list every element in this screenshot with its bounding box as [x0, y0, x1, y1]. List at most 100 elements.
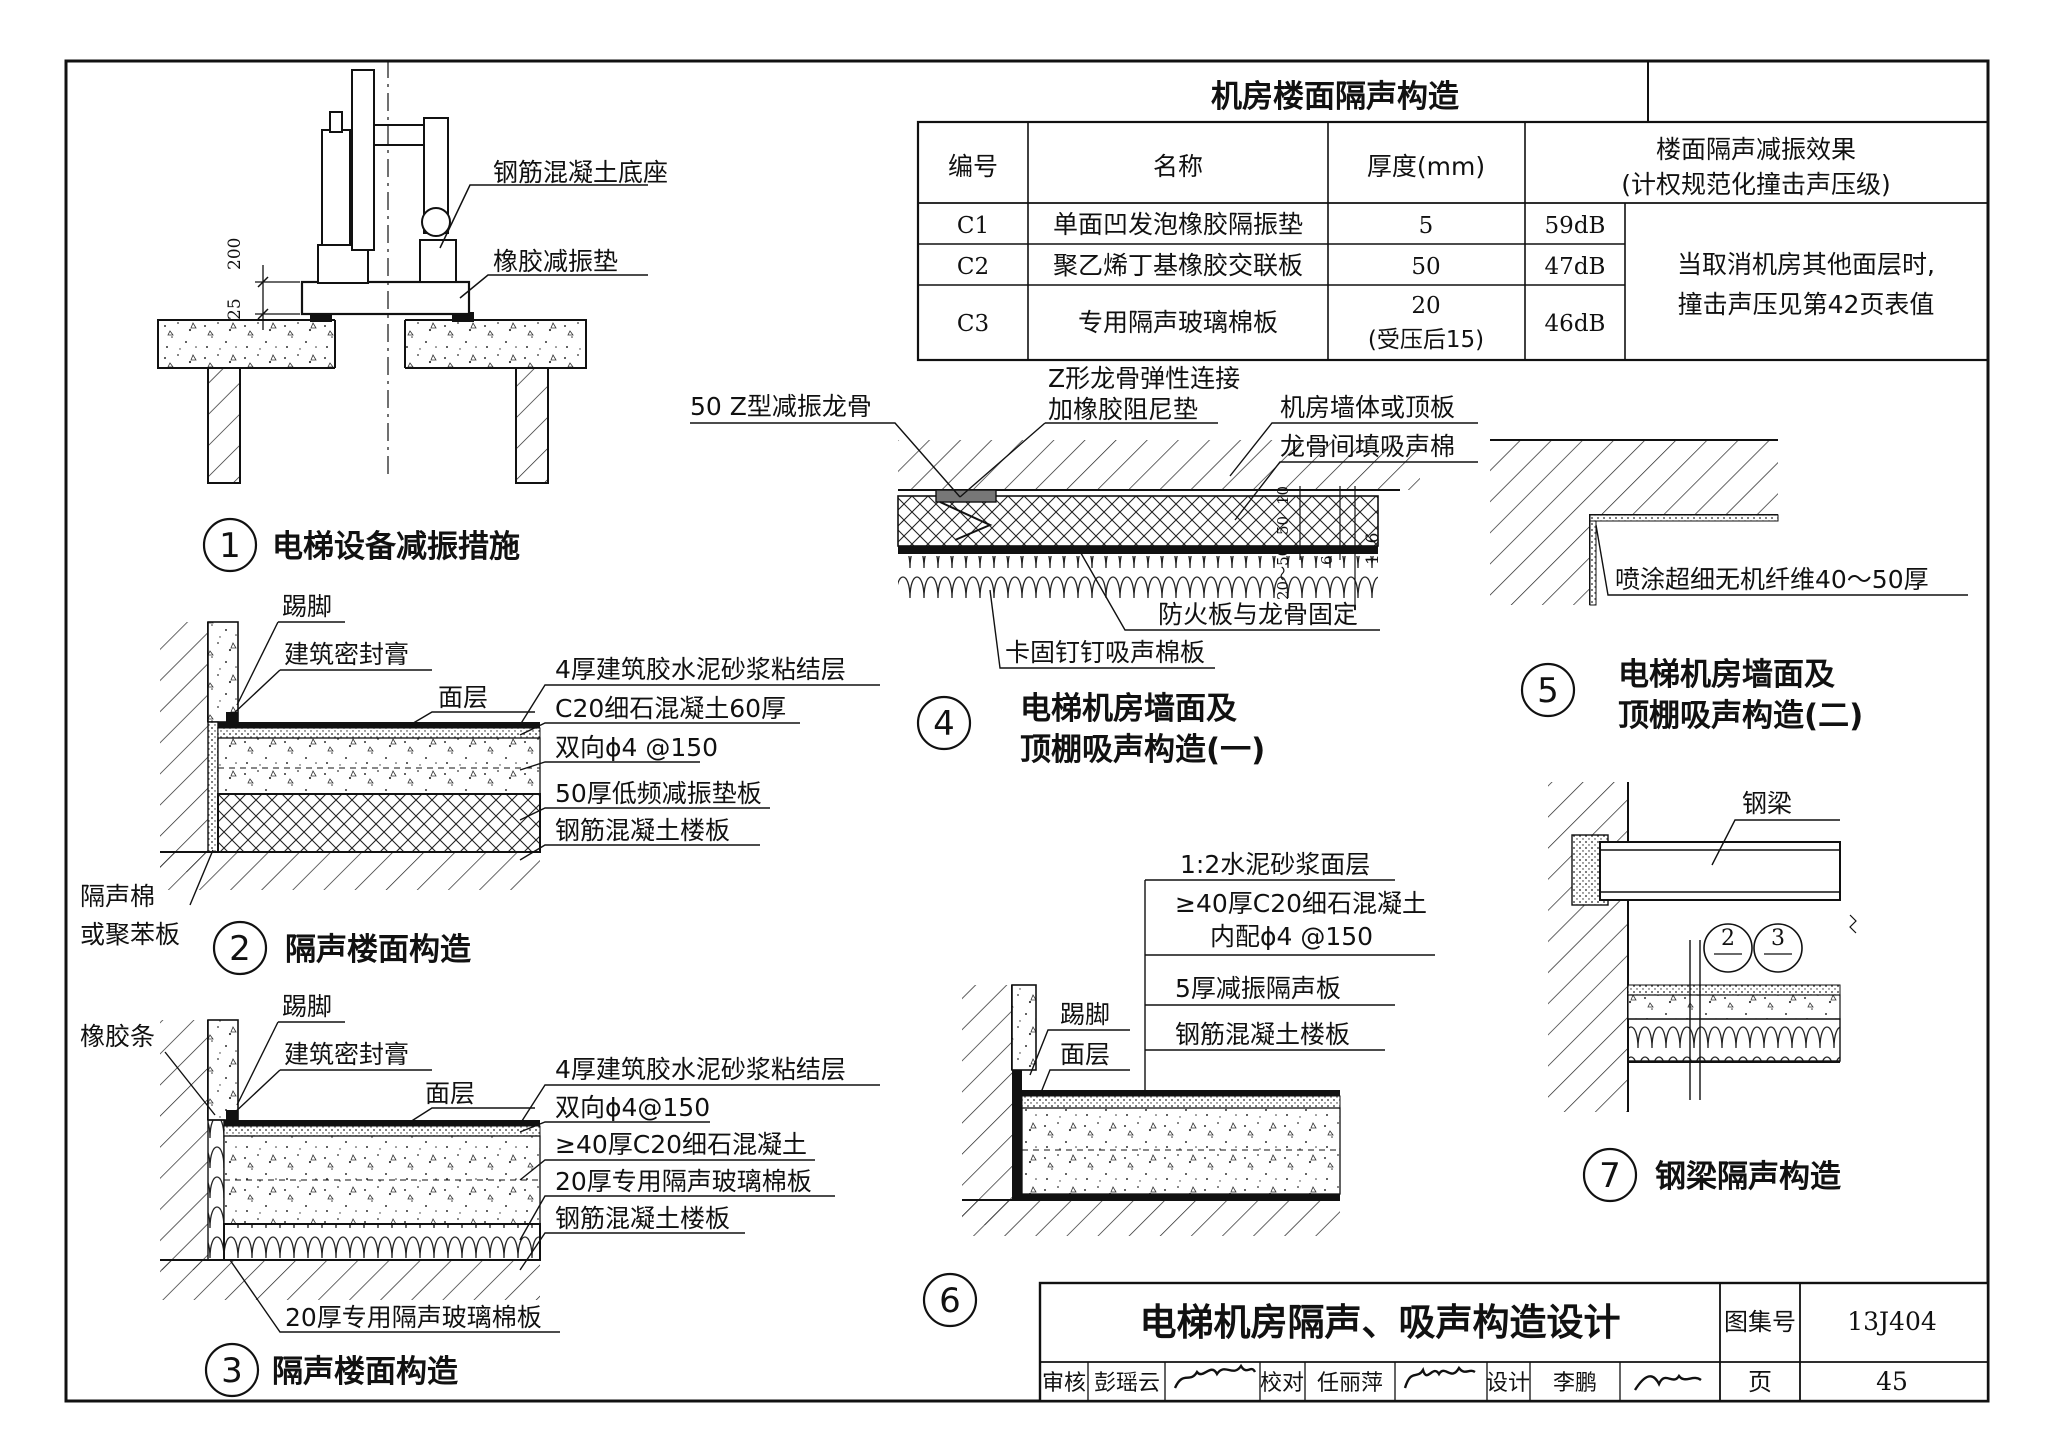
- detail-2-title: 隔声楼面构造: [285, 932, 471, 968]
- detail-2-floor-section: 踢脚 建筑密封膏 面层 4厚建筑胶水泥砂浆粘结层 C20细石混凝土60厚 双向ϕ…: [80, 592, 880, 976]
- header-thickness: 厚度(mm): [1367, 152, 1485, 181]
- reviewer-name: 彭瑶云: [1094, 1371, 1160, 1396]
- row-c2-name: 聚乙烯丁基橡胶交联板: [1053, 251, 1303, 280]
- row-c3-thickness: 20: [1411, 293, 1440, 319]
- row-c3-name: 专用隔声玻璃棉板: [1078, 308, 1278, 337]
- label-finish: 面层: [438, 683, 488, 712]
- label-c20-concrete: C20细石混凝土60厚: [555, 694, 786, 723]
- ref-circle-3: [1753, 923, 1803, 973]
- detail-2-number-circle: [212, 920, 268, 976]
- detail-5-number: 5: [1537, 671, 1559, 711]
- checker-name: 任丽萍: [1317, 1371, 1383, 1396]
- label-rc-base: 钢筋混凝土底座: [493, 158, 668, 187]
- dim-200: 200: [225, 238, 245, 270]
- detail-6-number: 6: [939, 1281, 961, 1321]
- detail-1-title: 电梯设备减振措施: [272, 529, 520, 565]
- dim-10: 10: [1274, 486, 1292, 505]
- label-z-connection: Z形龙骨弹性连接: [1048, 364, 1240, 393]
- detail-4-number: 4: [933, 704, 955, 744]
- label-fill-absorber: 龙骨间填吸声棉: [1280, 432, 1455, 461]
- dim-116: 116: [1363, 533, 1383, 565]
- label-finish: 面层: [425, 1079, 475, 1108]
- label-c20-concrete: ≥40厚C20细石混凝土: [1175, 889, 1427, 918]
- detail-5-number-circle: [1520, 662, 1576, 718]
- label-sealant: 建筑密封膏: [284, 640, 409, 669]
- check-label: 校对: [1260, 1371, 1304, 1396]
- dim-50: 50: [1274, 516, 1292, 535]
- review-label: 审核: [1042, 1371, 1086, 1396]
- detail-4-title-line1: 电梯机房墙面及: [1020, 691, 1237, 727]
- detail-3-number: 3: [221, 1351, 243, 1391]
- header-effect: 楼面隔声减振效果: [1656, 135, 1856, 164]
- label-or-polystyrene: 或聚苯板: [80, 920, 180, 949]
- row-c1-code: C1: [957, 213, 989, 239]
- detail-7-title: 钢梁隔声构造: [1655, 1159, 1841, 1195]
- header-effect-sub: (计权规范化撞击声压级): [1621, 170, 1891, 199]
- table-note-1: 当取消机房其他面层时,: [1677, 250, 1935, 279]
- header-name: 名称: [1153, 152, 1203, 181]
- detail-4-title-line2: 顶棚吸声构造(一): [1020, 732, 1265, 768]
- detail-1-number: 1: [219, 526, 241, 566]
- label-rc-slab: 钢筋混凝土楼板: [555, 1204, 730, 1233]
- row-c1-effect: 59dB: [1545, 213, 1606, 239]
- label-damping-pad: 50厚低频减振垫板: [555, 779, 762, 808]
- detail-7-number-circle: [1582, 1147, 1638, 1203]
- designer-name: 李鹏: [1553, 1371, 1597, 1396]
- label-rubber-pad: 橡胶减振垫: [493, 247, 618, 276]
- label-rubber-strip: 橡胶条: [80, 1022, 155, 1051]
- label-skirting: 踢脚: [1060, 1000, 1110, 1029]
- drawing-title: 电梯机房隔声、吸声构造设计: [1140, 1301, 1621, 1344]
- row-c3-thickness-note: (受压后15): [1368, 327, 1484, 353]
- detail-7-number: 7: [1599, 1156, 1621, 1196]
- detail-1-number-circle: [202, 517, 258, 573]
- label-bonding: 4厚建筑胶水泥砂浆粘结层: [555, 655, 846, 684]
- detail-5-title-line1: 电梯机房墙面及: [1618, 657, 1835, 693]
- sound-insulation-table: 机房楼面隔声构造 编号 名称 厚度(mm) 楼面隔声减振效果 (计权规范化撞击声…: [916, 61, 1990, 362]
- detail-6-floor-section: 1:2水泥砂浆面层 ≥40厚C20细石混凝土 内配ϕ4 @150 5厚减振隔声板…: [922, 850, 1435, 1328]
- label-fireboard: 防火板与龙骨固定: [1158, 600, 1358, 629]
- label-spray-fiber: 喷涂超细无机纤维40～50厚: [1615, 565, 1929, 594]
- label-sealant: 建筑密封膏: [284, 1040, 409, 1069]
- label-steel-beam: 钢梁: [1742, 789, 1792, 818]
- label-finish: 面层: [1060, 1040, 1110, 1069]
- detail-3-floor-section: 橡胶条 踢脚 建筑密封膏 面层 4厚建筑胶水泥砂浆粘结层 双向ϕ4@150 ≥4…: [80, 992, 880, 1398]
- header-code: 编号: [948, 152, 998, 181]
- label-z-keel: 50 Z型减振龙骨: [690, 392, 872, 421]
- label-insulation: 隔声棉: [80, 882, 155, 911]
- detail-7-steel-beam: 2 3 钢梁 7 钢梁隔声构造: [1548, 782, 1857, 1203]
- label-glass-wool: 20厚专用隔声玻璃棉板: [555, 1167, 812, 1196]
- detail-3-number-circle: [204, 1342, 260, 1398]
- checker-signature: [1403, 1365, 1476, 1389]
- label-damping-board: 5厚减振隔声板: [1175, 974, 1341, 1003]
- atlas-number: 13J404: [1847, 1307, 1937, 1336]
- detail-6-number-circle: [922, 1272, 978, 1328]
- label-wall-or-ceiling: 机房墙体或顶板: [1280, 393, 1455, 422]
- ref-2: 2: [1721, 926, 1735, 951]
- detail-2-number: 2: [229, 929, 251, 969]
- dim-25: 25: [225, 298, 245, 320]
- label-bonding: 4厚建筑胶水泥砂浆粘结层: [555, 1055, 846, 1084]
- label-rebar: 内配ϕ4 @150: [1210, 922, 1373, 951]
- label-rubber-damping: 加橡胶阻尼垫: [1048, 395, 1198, 424]
- row-c2-thickness: 50: [1411, 254, 1440, 280]
- row-c2-effect: 47dB: [1545, 254, 1606, 280]
- page-number: 45: [1876, 1367, 1908, 1396]
- label-rebar: 双向ϕ4@150: [555, 1093, 710, 1122]
- reviewer-signature: [1173, 1363, 1257, 1389]
- label-rc-slab: 钢筋混凝土楼板: [1175, 1020, 1350, 1049]
- detail-5-wall-ceiling: 喷涂超细无机纤维40～50厚 5 电梯机房墙面及 顶棚吸声构造(二): [1490, 439, 1968, 734]
- label-cement-mortar: 1:2水泥砂浆面层: [1180, 850, 1370, 879]
- page-label: 页: [1748, 1368, 1772, 1396]
- title-block: 电梯机房隔声、吸声构造设计 图集号 13J404 页 45 审核 彭瑶云 校对 …: [1038, 1281, 1990, 1403]
- row-c1-name: 单面凹发泡橡胶隔振垫: [1053, 210, 1303, 239]
- detail-4-wall-ceiling: 10 50 20～50 6 116 50 Z型减振龙骨 Z形龙骨弹性连接 加橡胶…: [690, 364, 1478, 768]
- row-c2-code: C2: [957, 254, 989, 280]
- label-clip-nails: 卡固钉钉吸声棉板: [1005, 638, 1205, 667]
- table-title: 机房楼面隔声构造: [1211, 79, 1459, 115]
- label-glass-wool-wall: 20厚专用隔声玻璃棉板: [285, 1303, 542, 1332]
- label-skirting: 踢脚: [282, 592, 332, 621]
- dim-20-50: 20～50: [1274, 547, 1292, 600]
- row-c1-thickness: 5: [1419, 213, 1434, 239]
- label-rebar: 双向ϕ4 @150: [555, 733, 718, 762]
